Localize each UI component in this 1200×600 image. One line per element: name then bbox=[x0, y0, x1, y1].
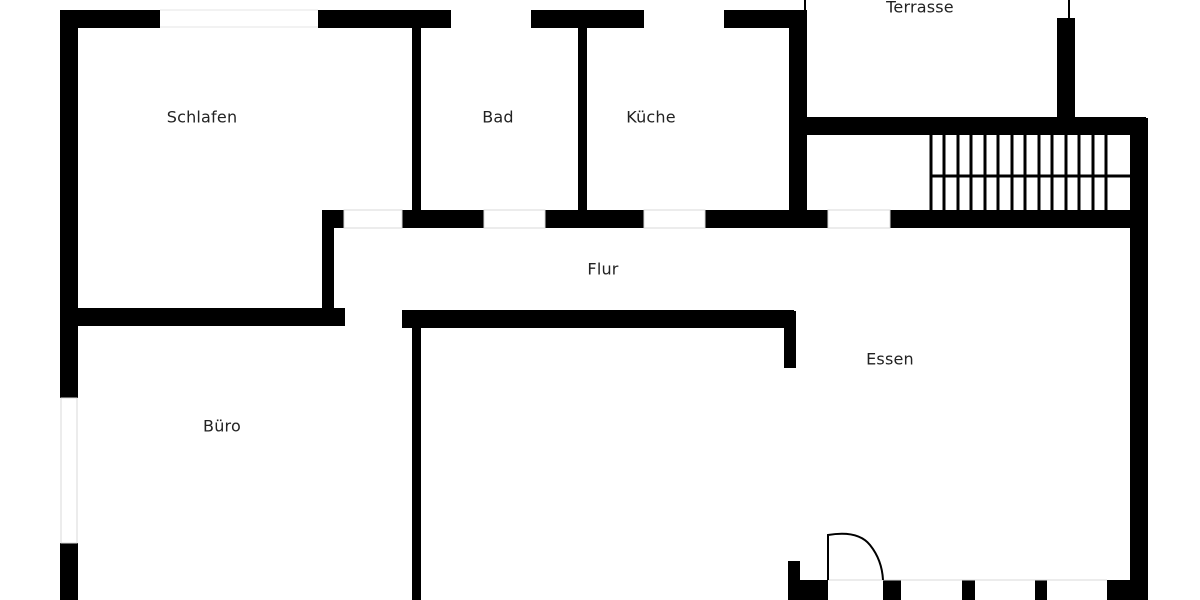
room-label-terrasse: Terrasse bbox=[886, 0, 954, 17]
stairs-icon bbox=[929, 135, 1130, 210]
room-label-kueche: Küche bbox=[626, 107, 676, 127]
room-label-schlafen: Schlafen bbox=[166, 107, 238, 127]
door-swing-icon bbox=[827, 532, 884, 581]
room-label-bad: Bad bbox=[482, 107, 514, 127]
room-label-flur: Flur bbox=[587, 259, 619, 279]
room-label-essen: Essen bbox=[866, 349, 914, 369]
walls bbox=[60, 0, 1148, 600]
room-label-buero: Büro bbox=[203, 416, 241, 436]
openings bbox=[60, 9, 1107, 581]
